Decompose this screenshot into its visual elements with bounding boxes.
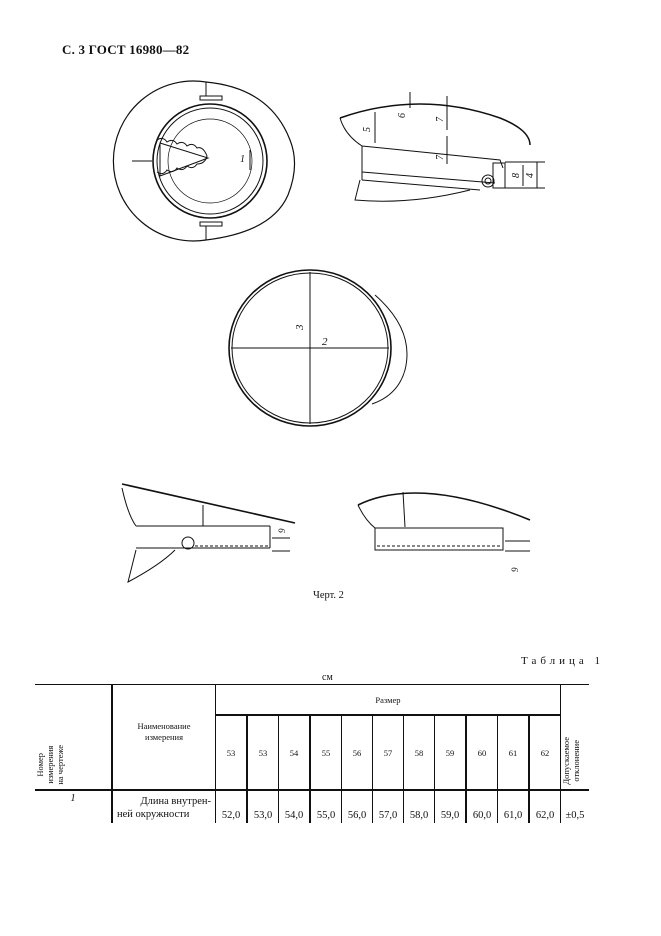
size-col: 55 — [310, 715, 342, 790]
label-1: 1 — [240, 154, 245, 165]
label-4: 4 — [525, 173, 536, 178]
cap-side-view: 5 6 7 7 8 4 — [339, 92, 545, 202]
value-cell: 57,0 — [372, 789, 404, 823]
size-col: 53 — [215, 715, 248, 790]
size-col: 57 — [372, 715, 404, 790]
value-cell: 55,0 — [310, 789, 342, 823]
label-9-left: 9 — [277, 528, 287, 533]
row-name-line2: ней окружности — [117, 809, 190, 820]
value-cell: 52,0 — [215, 789, 248, 823]
page-header: С. 3 ГОСТ 16980—82 — [62, 42, 190, 57]
size-col: 54 — [278, 715, 311, 790]
label-2: 2 — [322, 336, 328, 348]
value-cell: 59,0 — [434, 789, 467, 823]
size-col: 59 — [434, 715, 467, 790]
size-col: 58 — [403, 715, 435, 790]
cap-drawings: 1 5 6 7 7 8 4 3 2 — [112, 80, 545, 583]
row-name-line1: Длина внутрен- — [140, 796, 212, 807]
value-cell: 54,0 — [278, 789, 311, 823]
label-7b: 7 — [435, 154, 446, 160]
row-number: 1 — [35, 789, 113, 823]
size-col: 53 — [247, 715, 279, 790]
label-6: 6 — [397, 113, 408, 118]
header-number: Номер измерения на чертеже — [35, 745, 65, 785]
table-caption: Таблица 1 — [521, 655, 605, 667]
header-tolerance: Допускаемое отклонение — [561, 737, 581, 785]
value-cell: 60,0 — [466, 789, 498, 823]
table-unit: см — [322, 672, 333, 683]
figure-caption: Черт. 2 — [313, 590, 344, 601]
value-cell: 61,0 — [497, 789, 530, 823]
table-row: 1 Длина внутрен- ней окружности 52,0 53,… — [35, 789, 589, 823]
label-9-right: 9 — [510, 567, 520, 572]
size-col: 60 — [466, 715, 498, 790]
value-cell: 58,0 — [403, 789, 435, 823]
value-cell: 62,0 — [529, 789, 561, 823]
header-size-group: Размер — [215, 684, 561, 717]
label-5: 5 — [362, 127, 373, 132]
size-table: Номер измерения на чертеже Наименование … — [35, 684, 589, 823]
tolerance-cell: ±0,5 — [560, 789, 589, 823]
size-col: 56 — [341, 715, 373, 790]
value-cell: 56,0 — [341, 789, 373, 823]
cap-small-side-view-left: 9 — [121, 483, 296, 583]
label-3: 3 — [294, 324, 306, 331]
label-8: 8 — [511, 173, 522, 178]
size-col: 61 — [497, 715, 530, 790]
cap-plan-view: 3 2 — [228, 269, 408, 427]
header-name: Наименование измерения — [112, 684, 216, 790]
label-7a: 7 — [435, 116, 446, 122]
cap-small-side-view-right: 9 — [357, 491, 531, 572]
cap-top-view: 1 — [112, 80, 296, 242]
value-cell: 53,0 — [247, 789, 279, 823]
size-col: 62 — [529, 715, 561, 790]
